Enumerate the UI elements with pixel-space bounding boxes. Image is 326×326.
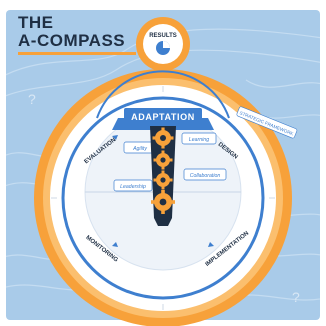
map-question-mark-2: ? bbox=[292, 289, 300, 305]
label-box-leadership bbox=[113, 179, 153, 192]
label-box-collaboration bbox=[183, 168, 227, 181]
label-collaboration: Collaboration bbox=[190, 173, 221, 179]
gear-icon bbox=[151, 127, 175, 214]
map-question-mark-1: ? bbox=[28, 91, 36, 107]
label-box-learning bbox=[181, 132, 217, 145]
compass-blue-ring bbox=[61, 96, 265, 300]
adaptation-banner bbox=[112, 108, 214, 130]
title-block: THE A-COMPASS bbox=[18, 14, 136, 55]
title-underline bbox=[18, 52, 136, 55]
compass-ticks bbox=[51, 86, 275, 310]
compass-crown bbox=[136, 17, 190, 78]
results-label: RESULTS bbox=[149, 33, 177, 39]
adaptation-label: ADAPTATION bbox=[131, 112, 195, 122]
title-line-1: THE bbox=[18, 13, 54, 32]
label-agility: Agility bbox=[132, 146, 147, 152]
label-learning: Learning bbox=[189, 137, 209, 143]
title-line-2: A-COMPASS bbox=[18, 31, 126, 50]
label-leadership: Leadership bbox=[120, 184, 146, 190]
